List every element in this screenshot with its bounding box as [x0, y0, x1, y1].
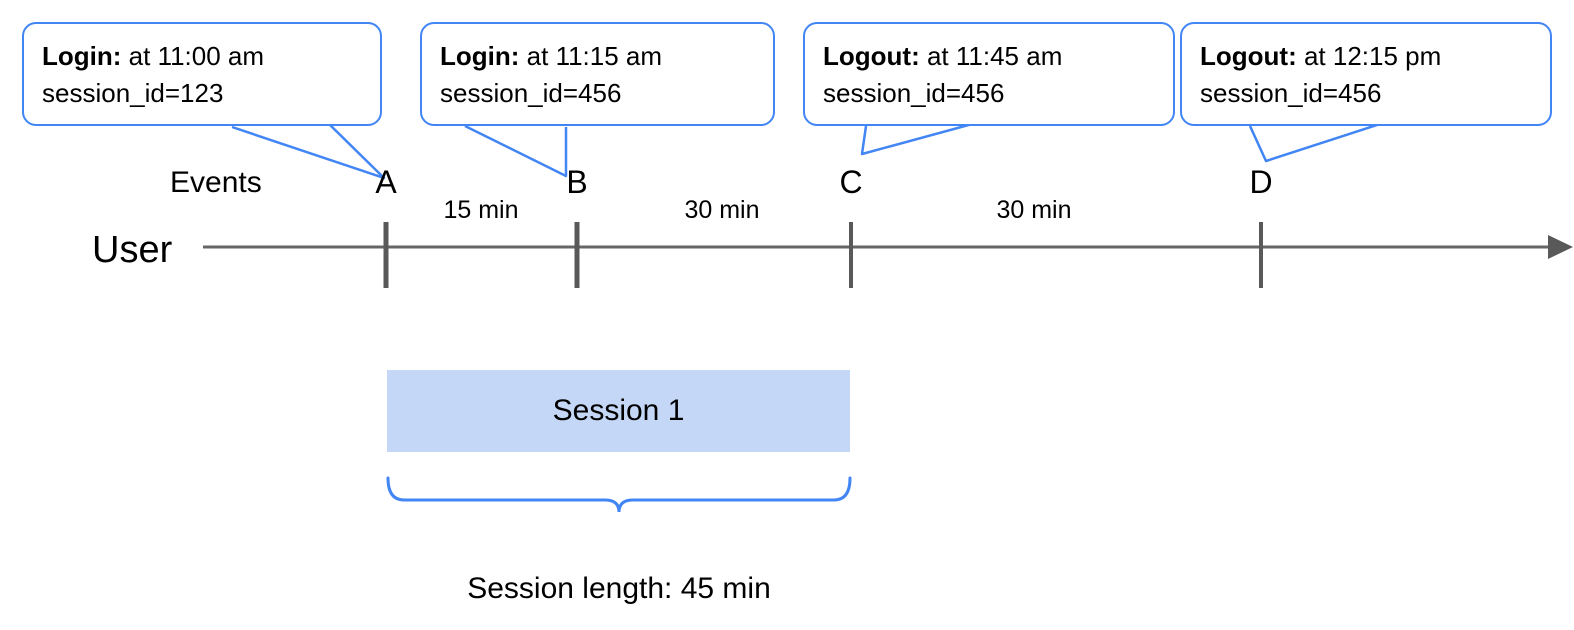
callout-c-time: at 11:45 am — [926, 41, 1063, 71]
callout-c-session-id: session_id=456 — [823, 77, 1005, 108]
callout-b-session-id: session_id=456 — [440, 77, 622, 108]
callout-b-event: Login: — [440, 41, 520, 71]
callout-b-time: at 11:15 am — [526, 41, 663, 71]
callout-tail-c — [860, 121, 977, 156]
interval-label-b-c: 30 min — [684, 196, 760, 224]
callout-d-event: Logout: — [1200, 41, 1297, 71]
event-marker-a[interactable]: A — [375, 164, 397, 200]
event-marker-c[interactable]: C — [839, 164, 863, 200]
events-row-label: Events — [170, 166, 262, 199]
session-bar-1[interactable]: Session 1 — [387, 370, 850, 452]
callout-a-event: Login: — [42, 41, 122, 71]
callout-logout-c[interactable]: Logout: at 11:45 am session_id=456 — [803, 22, 1175, 126]
callout-login-b[interactable]: Login: at 11:15 am session_id=456 — [420, 22, 775, 126]
callout-tail-d — [1248, 122, 1381, 163]
session-bar-label: Session 1 — [552, 394, 685, 427]
callout-login-a[interactable]: Login: at 11:00 am session_id=123 — [22, 22, 382, 126]
event-marker-b[interactable]: B — [566, 164, 588, 200]
callout-d-session-id: session_id=456 — [1200, 77, 1382, 108]
axis-row-label: User — [92, 229, 173, 271]
callout-a-session-id: session_id=123 — [42, 77, 224, 108]
callout-a-time: at 11:00 am — [128, 41, 265, 71]
session-length-brace — [386, 476, 852, 513]
interval-label-c-d: 30 min — [996, 196, 1072, 224]
callout-tail-b — [464, 124, 568, 178]
callout-logout-d[interactable]: Logout: at 12:15 pm session_id=456 — [1180, 22, 1552, 126]
callout-d-time: at 12:15 pm — [1303, 41, 1442, 71]
interval-label-a-b: 15 min — [443, 196, 519, 224]
session-length-caption: Session length: 45 min — [467, 572, 771, 605]
event-marker-d[interactable]: D — [1249, 164, 1273, 200]
timeline-arrowhead-icon — [1548, 235, 1573, 259]
callout-c-event: Logout: — [823, 41, 920, 71]
